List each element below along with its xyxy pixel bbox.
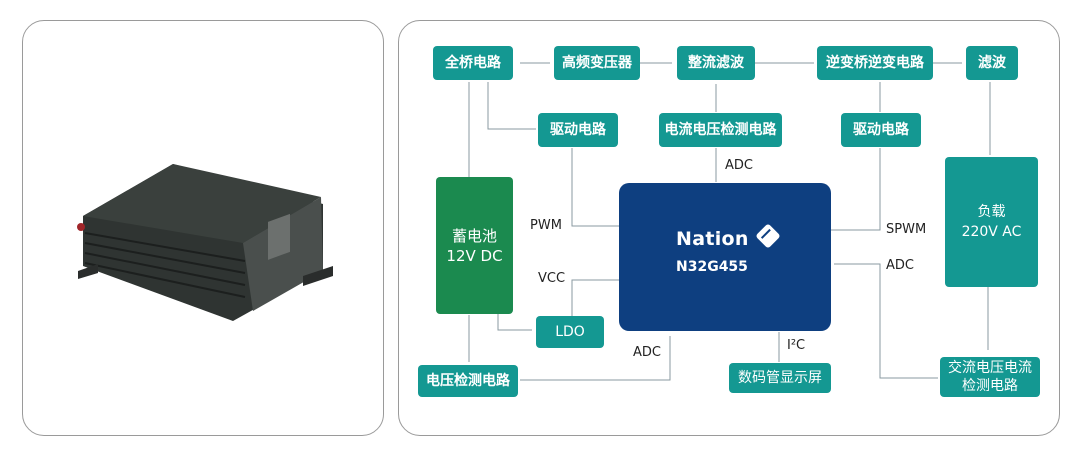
nation-logo-icon [755, 223, 781, 249]
mcu-model: N32G455 [676, 259, 748, 275]
block-battery: 蓄电池 12V DC [436, 177, 513, 314]
block-rectify-filter: 整流滤波 [677, 46, 755, 80]
block-current-voltage-detect: 电流电压检测电路 [659, 113, 782, 147]
block-driver-left: 驱动电路 [538, 113, 618, 147]
block-load: 负载 220V AC [945, 157, 1038, 287]
label-adc-top: ADC [725, 158, 753, 173]
label-adc-bottom: ADC [633, 345, 661, 360]
block-ac-detect: 交流电压电流 检测电路 [940, 357, 1040, 397]
block-hf-transformer: 高频变压器 [554, 46, 640, 80]
label-vcc: VCC [538, 271, 566, 286]
mcu-brand: Nation [676, 228, 749, 250]
product-image-panel [22, 20, 384, 436]
block-ldo: LDO [536, 316, 604, 348]
label-i2c: I²C [787, 338, 806, 353]
inverter-device-image [77, 164, 333, 321]
label-pwm: PWM [530, 218, 562, 233]
block-driver-right: 驱动电路 [841, 113, 921, 147]
block-filter: 滤波 [966, 46, 1018, 80]
label-adc-right: ADC [886, 258, 914, 273]
label-spwm: SPWM [886, 222, 927, 237]
block-voltage-detect: 电压检测电路 [418, 365, 518, 397]
block-display: 数码管显示屏 [729, 363, 831, 393]
mcu-chip: Nation N32G455 [619, 183, 831, 331]
block-full-bridge: 全桥电路 [433, 46, 513, 80]
block-inverter-bridge: 逆变桥逆变电路 [817, 46, 933, 80]
